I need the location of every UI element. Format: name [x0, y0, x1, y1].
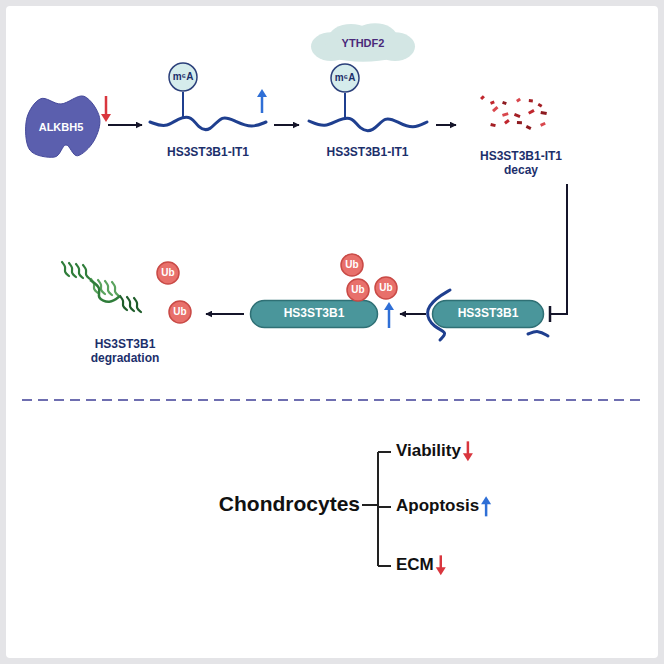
reader-cloud: YTHDF2 [313, 25, 413, 61]
node-text: HS3ST3B1 [284, 307, 345, 321]
node-text: HS3ST3B1 degradation [75, 338, 175, 366]
ubiquitin-circle: Ub [374, 276, 398, 300]
inhibition-line [550, 184, 567, 314]
node-text: HS3ST3B1 [458, 307, 519, 321]
panel [6, 6, 658, 658]
ubiquitin-circle: Ub [340, 253, 364, 277]
protein-pill: HS3ST3B1 [250, 300, 378, 328]
ubiquitin-circle: Ub [346, 278, 370, 302]
rna-strand [150, 117, 266, 129]
node-text: Ub [379, 282, 392, 294]
outcome-label: ECM [396, 556, 434, 575]
node-text: HS3ST3B1-IT1 [326, 146, 408, 160]
bracket [362, 452, 391, 566]
increase-arrow [481, 496, 491, 516]
decrease-arrow [436, 555, 446, 575]
degradation-node: HS3ST3B1 degradationUbUb [50, 258, 200, 368]
enzyme-blob: ALKBH5 [20, 95, 102, 159]
cell-label: Chondrocytes [219, 492, 360, 515]
ubiquitin-circle: Ub [156, 261, 180, 285]
node-text: Ub [351, 284, 364, 296]
flow-arrow [400, 313, 426, 315]
node-text: m⁶A [173, 71, 194, 83]
increase-arrow [257, 89, 267, 113]
flow-arrow [436, 124, 456, 126]
flow-arrow [206, 313, 244, 315]
node-text: Ub [173, 306, 186, 318]
node-text: HS3ST3B1-IT1 [167, 146, 249, 160]
decay-node: HS3ST3B1-IT1 decay [462, 92, 580, 180]
rna-node: HS3ST3B1-IT1 YTHDF2 m⁶A [305, 25, 430, 162]
rna-strand [428, 290, 450, 340]
rna-strand [528, 332, 548, 336]
outcome-label: Viability [396, 442, 461, 461]
decrease-arrow [463, 441, 473, 461]
ubiquitin-circle: Ub [168, 300, 192, 324]
node-text: HS3ST3B1-IT1 decay [471, 150, 571, 178]
m6a-circle: m⁶A [168, 62, 198, 92]
node-text: YTHDF2 [342, 37, 385, 50]
node-text: Ub [345, 259, 358, 271]
m6a-circle: m⁶A [330, 63, 360, 93]
rna-node: HS3ST3B1-IT1 m⁶A [148, 62, 268, 162]
outcome-label: Apoptosis [396, 497, 479, 516]
flow-arrow [108, 124, 142, 126]
node-text: m⁶A [335, 72, 356, 84]
protein-pill: HS3ST3B1 [432, 300, 544, 328]
increase-arrow [384, 302, 394, 328]
node-text: ALKBH5 [39, 121, 84, 134]
divider-line [22, 399, 642, 401]
rna-strand [309, 118, 427, 130]
flow-arrow [274, 124, 299, 126]
node-text: Ub [161, 267, 174, 279]
decrease-arrow [101, 96, 111, 122]
